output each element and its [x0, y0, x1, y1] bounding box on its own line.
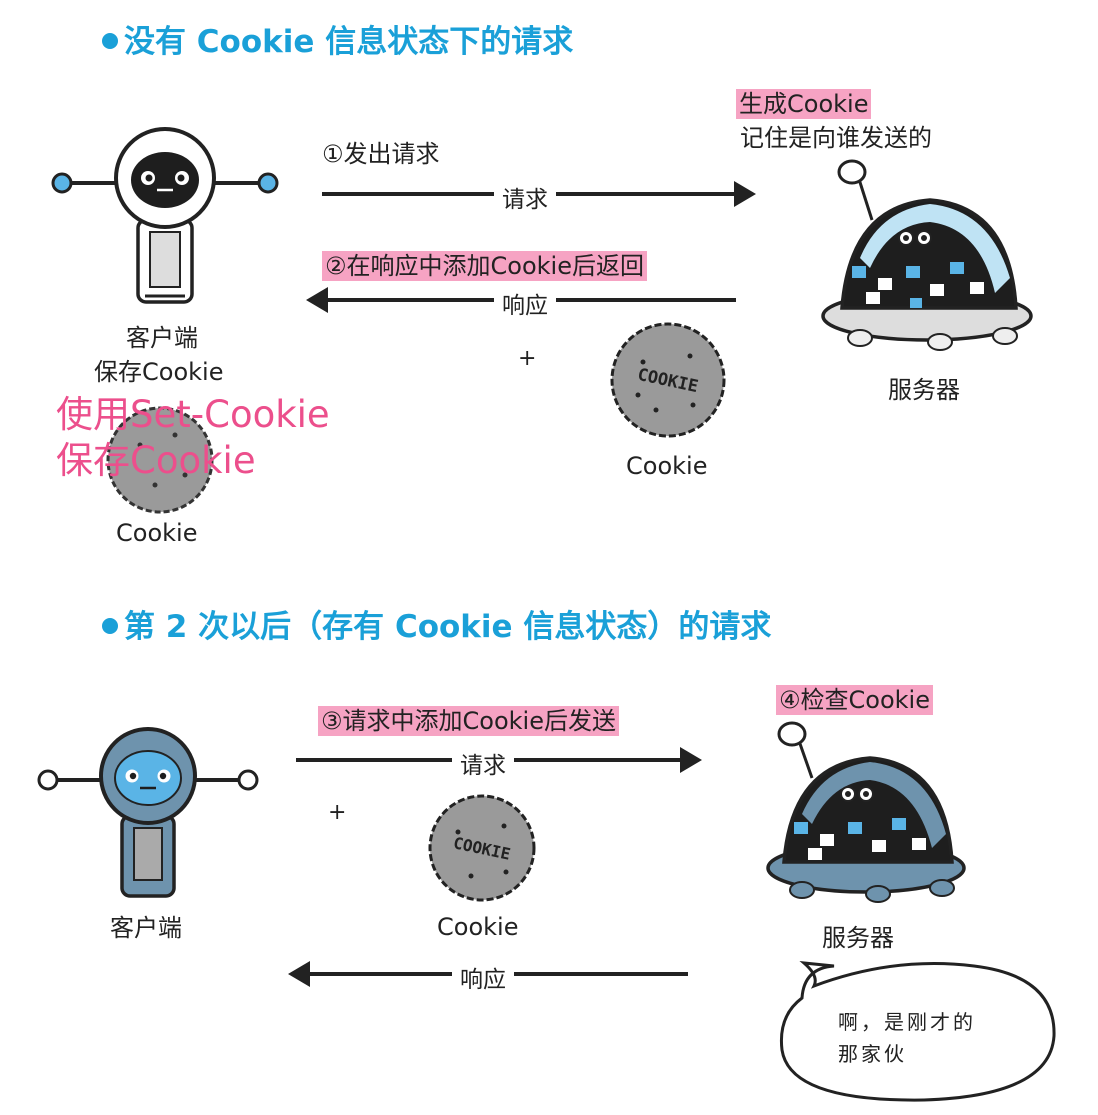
- arrow-right-icon: [680, 747, 702, 773]
- client-label: 客户端: [126, 324, 198, 352]
- step1-label: ①发出请求: [322, 140, 440, 168]
- client-robot-icon: [51, 127, 279, 304]
- cookie-caption-2: Cookie: [437, 913, 519, 941]
- request-label-2: 请求: [452, 746, 514, 780]
- step4-highlight: ④检查Cookie: [776, 685, 933, 715]
- cookie-icon: COOKIE: [428, 794, 536, 902]
- arrow-right-icon: [734, 181, 756, 207]
- request-label: 请求: [494, 180, 556, 214]
- step3-label: ③请求中添加Cookie后发送: [318, 701, 619, 736]
- plus-sign-2: +: [328, 800, 347, 825]
- client-label-2: 客户端: [110, 914, 182, 942]
- set-cookie-note-line2: 保存Cookie: [56, 439, 256, 482]
- section2-title: 第 2 次以后（存有 Cookie 信息状态）的请求: [102, 601, 771, 646]
- server-robot-icon: [766, 721, 966, 903]
- antenna-icon: [837, 159, 867, 185]
- bubble-line1: 啊，是刚才的: [838, 1010, 976, 1034]
- client-save-label: 保存Cookie: [94, 358, 224, 386]
- server-generate-highlight: 生成Cookie: [736, 89, 872, 119]
- step4-label: ④检查Cookie: [776, 680, 933, 715]
- arrow-left-icon: [288, 961, 310, 987]
- cookie-caption: Cookie: [626, 452, 708, 480]
- cookie-icon: COOKIE: [610, 322, 726, 438]
- cookie-icon: [106, 406, 214, 514]
- set-cookie-note: 使用Set-Cookie 保存Cookie: [56, 392, 330, 484]
- set-cookie-note-line1: 使用Set-Cookie: [56, 393, 330, 436]
- step2-label: ②在响应中添加Cookie后返回: [322, 246, 647, 281]
- arrow-left-icon: [306, 287, 328, 313]
- speech-bubble: [779, 961, 1056, 1102]
- response-label: 响应: [494, 286, 556, 320]
- plus-sign: +: [518, 346, 537, 371]
- step3-highlight: ③请求中添加Cookie后发送: [318, 706, 619, 736]
- server-robot-icon: [821, 159, 1033, 351]
- bullet-icon: [102, 617, 118, 634]
- server-generate-label: 生成Cookie: [736, 84, 872, 119]
- server-note: 记住是向谁发送的: [740, 124, 932, 152]
- response-label-2: 响应: [452, 960, 514, 994]
- client-cookie-caption: Cookie: [116, 519, 198, 547]
- client-robot-icon: [37, 727, 259, 898]
- bubble-line2: 那家伙: [838, 1042, 907, 1066]
- antenna-icon: [777, 721, 807, 747]
- section1-title: 没有 Cookie 信息状态下的请求: [102, 16, 573, 61]
- bullet-icon: [102, 32, 118, 49]
- server-label: 服务器: [888, 376, 960, 404]
- server-label-2: 服务器: [822, 924, 894, 952]
- step2-highlight: ②在响应中添加Cookie后返回: [322, 251, 647, 281]
